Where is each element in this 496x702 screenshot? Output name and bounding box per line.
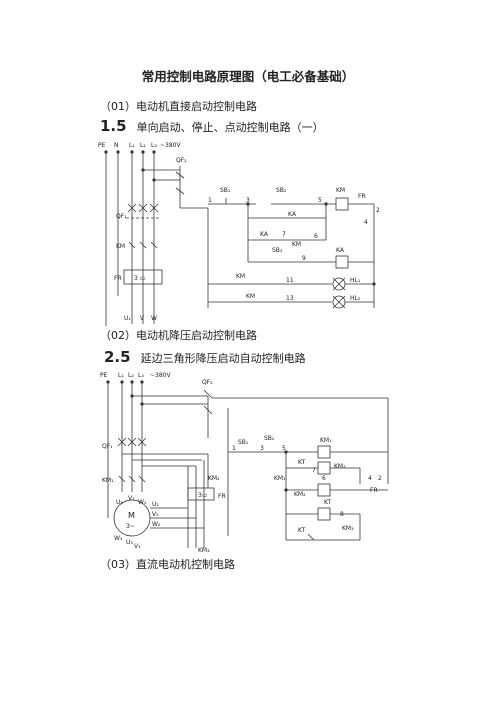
figure-caption: 延边三角形降压启动自动控制电路 bbox=[140, 352, 306, 365]
label-kt-coil: KT bbox=[324, 499, 331, 506]
label-v2: V₂ bbox=[152, 511, 159, 518]
label-u2: U₂ bbox=[152, 501, 159, 508]
label-w3: W₃ bbox=[114, 535, 123, 542]
label-fr-num: 3 ▭ bbox=[134, 275, 145, 282]
label-sb2: SB₂ bbox=[264, 435, 275, 442]
label-motor-3phase: 3~ bbox=[126, 523, 135, 530]
label-km-coil: KM bbox=[336, 187, 345, 194]
label-ka-2: KA bbox=[260, 231, 269, 238]
node-6: 6 bbox=[314, 233, 318, 240]
label-sb3: SB₃ bbox=[272, 247, 283, 254]
label-hl2: HL₂ bbox=[350, 295, 361, 302]
label-voltage: ~380V bbox=[160, 142, 181, 149]
node-2: 2 bbox=[376, 207, 380, 214]
circuit-diagram-1-5: PE N L₁ L₂ L₃ ~380V QF₂ QF₁ KM FR 3 ▭ U₁… bbox=[98, 142, 380, 326]
label-km3-main: KM₃ bbox=[198, 547, 210, 554]
label-w: W bbox=[151, 315, 157, 322]
label-ka-coil: KA bbox=[336, 247, 345, 254]
label-l1: L₁ bbox=[118, 372, 124, 379]
figure-title-2-5: 2.5 延边三角形降压启动自动控制电路 bbox=[104, 348, 306, 366]
node-1: 1 bbox=[208, 197, 212, 204]
label-qf1: QF₁ bbox=[116, 213, 127, 220]
figure-number: 1.5 bbox=[100, 117, 127, 135]
label-km1-coil: KM₁ bbox=[320, 437, 332, 444]
label-w2: W₂ bbox=[152, 521, 161, 528]
label-fr-main: FR bbox=[114, 275, 122, 282]
figure-caption: 单向启动、停止、点动控制电路（一） bbox=[136, 121, 324, 134]
node-3: 3 bbox=[246, 197, 250, 204]
label-qf2: QF₂ bbox=[176, 157, 187, 164]
label-sb1: SB₁ bbox=[238, 439, 249, 446]
label-km1-main: KM₁ bbox=[102, 477, 114, 484]
node-7: 7 bbox=[282, 231, 286, 238]
label-pe: PE bbox=[100, 372, 108, 379]
node-4: 4 bbox=[364, 219, 368, 226]
label-km-lamp2: KM bbox=[246, 293, 255, 300]
figure-title-1-5: 1.5 单向启动、停止、点动控制电路（一） bbox=[100, 117, 324, 135]
label-u3: U₃ bbox=[126, 539, 133, 546]
section-heading-03: （03）直流电动机控制电路 bbox=[100, 558, 235, 571]
label-km2-coil: KM₂ bbox=[334, 463, 346, 470]
label-fr-contact: FR bbox=[370, 487, 378, 494]
label-l2: L₂ bbox=[140, 142, 146, 149]
label-voltage: ~380V bbox=[150, 372, 171, 379]
label-sb2: SB₂ bbox=[276, 187, 287, 194]
node-1: 1 bbox=[232, 445, 236, 452]
label-km-main: KM bbox=[116, 243, 125, 250]
label-hl1: HL₁ bbox=[350, 277, 361, 284]
label-fr-num: 3▭ bbox=[198, 492, 208, 499]
node-13: 13 bbox=[286, 295, 294, 302]
label-km1-aux: KM₁ bbox=[274, 475, 286, 482]
node-6: 6 bbox=[322, 475, 326, 482]
label-km2-aux: KM₂ bbox=[294, 491, 306, 498]
label-motor-m: M bbox=[128, 511, 135, 520]
label-fr-contact: FR bbox=[358, 193, 366, 200]
node-4: 4 bbox=[368, 475, 372, 482]
label-n: N bbox=[114, 142, 119, 149]
label-l3: L₃ bbox=[151, 142, 157, 149]
label-qf1: QF₁ bbox=[102, 443, 113, 450]
label-km3-aux: KM₃ bbox=[342, 525, 354, 532]
label-l3: L₃ bbox=[138, 372, 144, 379]
label-u: U₁ bbox=[124, 315, 131, 322]
label-km-aux: KM bbox=[292, 241, 301, 248]
label-ka-1: KA bbox=[288, 211, 297, 218]
label-km2-main: KM₂ bbox=[208, 475, 220, 482]
label-km-lamp1: KM bbox=[236, 273, 245, 280]
node-9: 9 bbox=[302, 255, 306, 262]
figure-number: 2.5 bbox=[104, 348, 131, 366]
label-sb1: SB₁ bbox=[220, 187, 231, 194]
node-5: 5 bbox=[318, 197, 322, 204]
label-l1: L₁ bbox=[129, 142, 135, 149]
circuit-diagram-2-5: PE L₁ L₂ L₃ ~380V QF₂ QF₁ KM₁ KM₂ 3▭ FR … bbox=[100, 372, 389, 554]
node-5: 5 bbox=[282, 445, 286, 452]
label-u1: U₁ bbox=[116, 499, 123, 506]
label-w1: W₁ bbox=[138, 499, 147, 506]
node-2: 2 bbox=[378, 475, 382, 482]
section-heading-01: （01）电动机直接启动控制电路 bbox=[100, 100, 257, 113]
label-v1: V₁ bbox=[128, 495, 135, 502]
label-l2: L₂ bbox=[128, 372, 134, 379]
label-kt-1: KT bbox=[298, 459, 305, 466]
node-8: 8 bbox=[340, 511, 344, 518]
label-fr-main: FR bbox=[218, 493, 226, 500]
node-11: 11 bbox=[286, 277, 294, 284]
label-pe: PE bbox=[98, 142, 106, 149]
node-7: 7 bbox=[312, 467, 316, 474]
label-v3: V₃ bbox=[134, 543, 141, 550]
node-3: 3 bbox=[260, 445, 264, 452]
document-title: 常用控制电路原理图（电工必备基础） bbox=[141, 69, 355, 84]
label-v: V bbox=[140, 315, 145, 322]
section-heading-02: （02）电动机降压启动控制电路 bbox=[100, 329, 257, 342]
label-qf2: QF₂ bbox=[202, 379, 213, 386]
label-kt-2: KT bbox=[298, 527, 305, 534]
